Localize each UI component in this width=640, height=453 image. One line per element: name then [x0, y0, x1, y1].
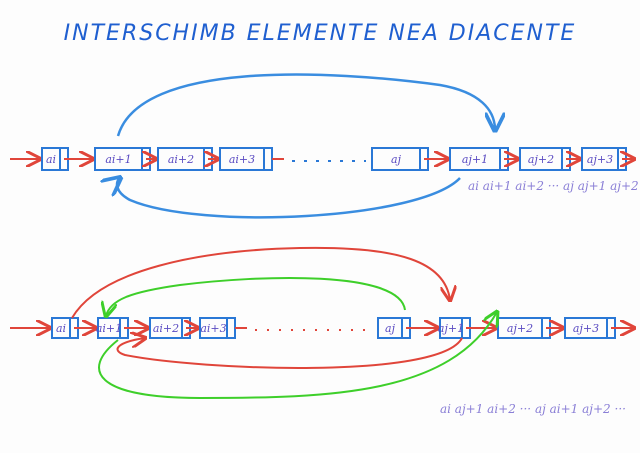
list-node: ai+1 — [96, 317, 129, 339]
list-node: aj+3 — [581, 147, 627, 171]
node-label: aj+2 — [528, 153, 554, 166]
top-result-sequence: ai ai+1 ai+2 ··· aj aj+1 aj+2 — [468, 179, 639, 193]
list-node: aj — [377, 317, 411, 339]
node-label: ai — [56, 322, 66, 335]
node-label: aj+3 — [573, 322, 599, 335]
blue-arrow-ai-to-aj1 — [116, 73, 495, 137]
node-label: aj+1 — [462, 153, 488, 166]
list-node: ai+2 — [149, 317, 191, 339]
list-node: aj — [371, 147, 429, 171]
diagram-title: INTERSCHIMB ELEMENTE NEA DIACENTE — [64, 21, 577, 46]
bottom-list: ai ai+1 ai+2 ai+3 aj aj+1 aj+2 aj+3 — [10, 317, 634, 339]
node-label: aj — [391, 153, 402, 166]
node-label: aj+3 — [587, 153, 613, 166]
blue-arrow-aj-to-ai1 — [117, 178, 461, 219]
node-label: aj+1 — [438, 322, 464, 335]
bottom-result-sequence: ai aj+1 ai+2 ··· aj ai+1 aj+2 ··· — [440, 402, 626, 416]
node-label: ai+2 — [168, 153, 194, 166]
node-label: ai+1 — [105, 153, 131, 166]
list-node: ai+2 — [157, 147, 213, 171]
node-label: ai+3 — [229, 153, 255, 166]
list-node: aj+1 — [449, 147, 509, 171]
list-node: aj+3 — [564, 317, 616, 339]
green-arrow-ai1-to-aj2 — [98, 312, 497, 400]
node-label: ai+1 — [96, 322, 122, 335]
top-list: ai ai+1 ai+2 ai+3 aj aj+1 aj+2 aj+3 — [10, 147, 634, 171]
list-node: ai+1 — [94, 147, 151, 171]
red-arrow-ai-to-aj1 — [71, 246, 450, 319]
list-node: aj+2 — [497, 317, 551, 339]
node-label: aj+2 — [507, 322, 533, 335]
green-arrow-aj-to-ai1 — [106, 276, 406, 316]
node-label: aj — [385, 322, 396, 335]
red-arrow-aj1-to-ai2 — [116, 338, 463, 369]
list-node: aj+2 — [519, 147, 571, 171]
node-label: ai+2 — [153, 322, 179, 335]
list-node: ai+3 — [219, 147, 273, 171]
list-node: aj+1 — [438, 317, 471, 339]
node-label: ai — [46, 153, 56, 166]
node-label: ai+3 — [200, 322, 226, 335]
list-node: ai+3 — [199, 317, 236, 339]
